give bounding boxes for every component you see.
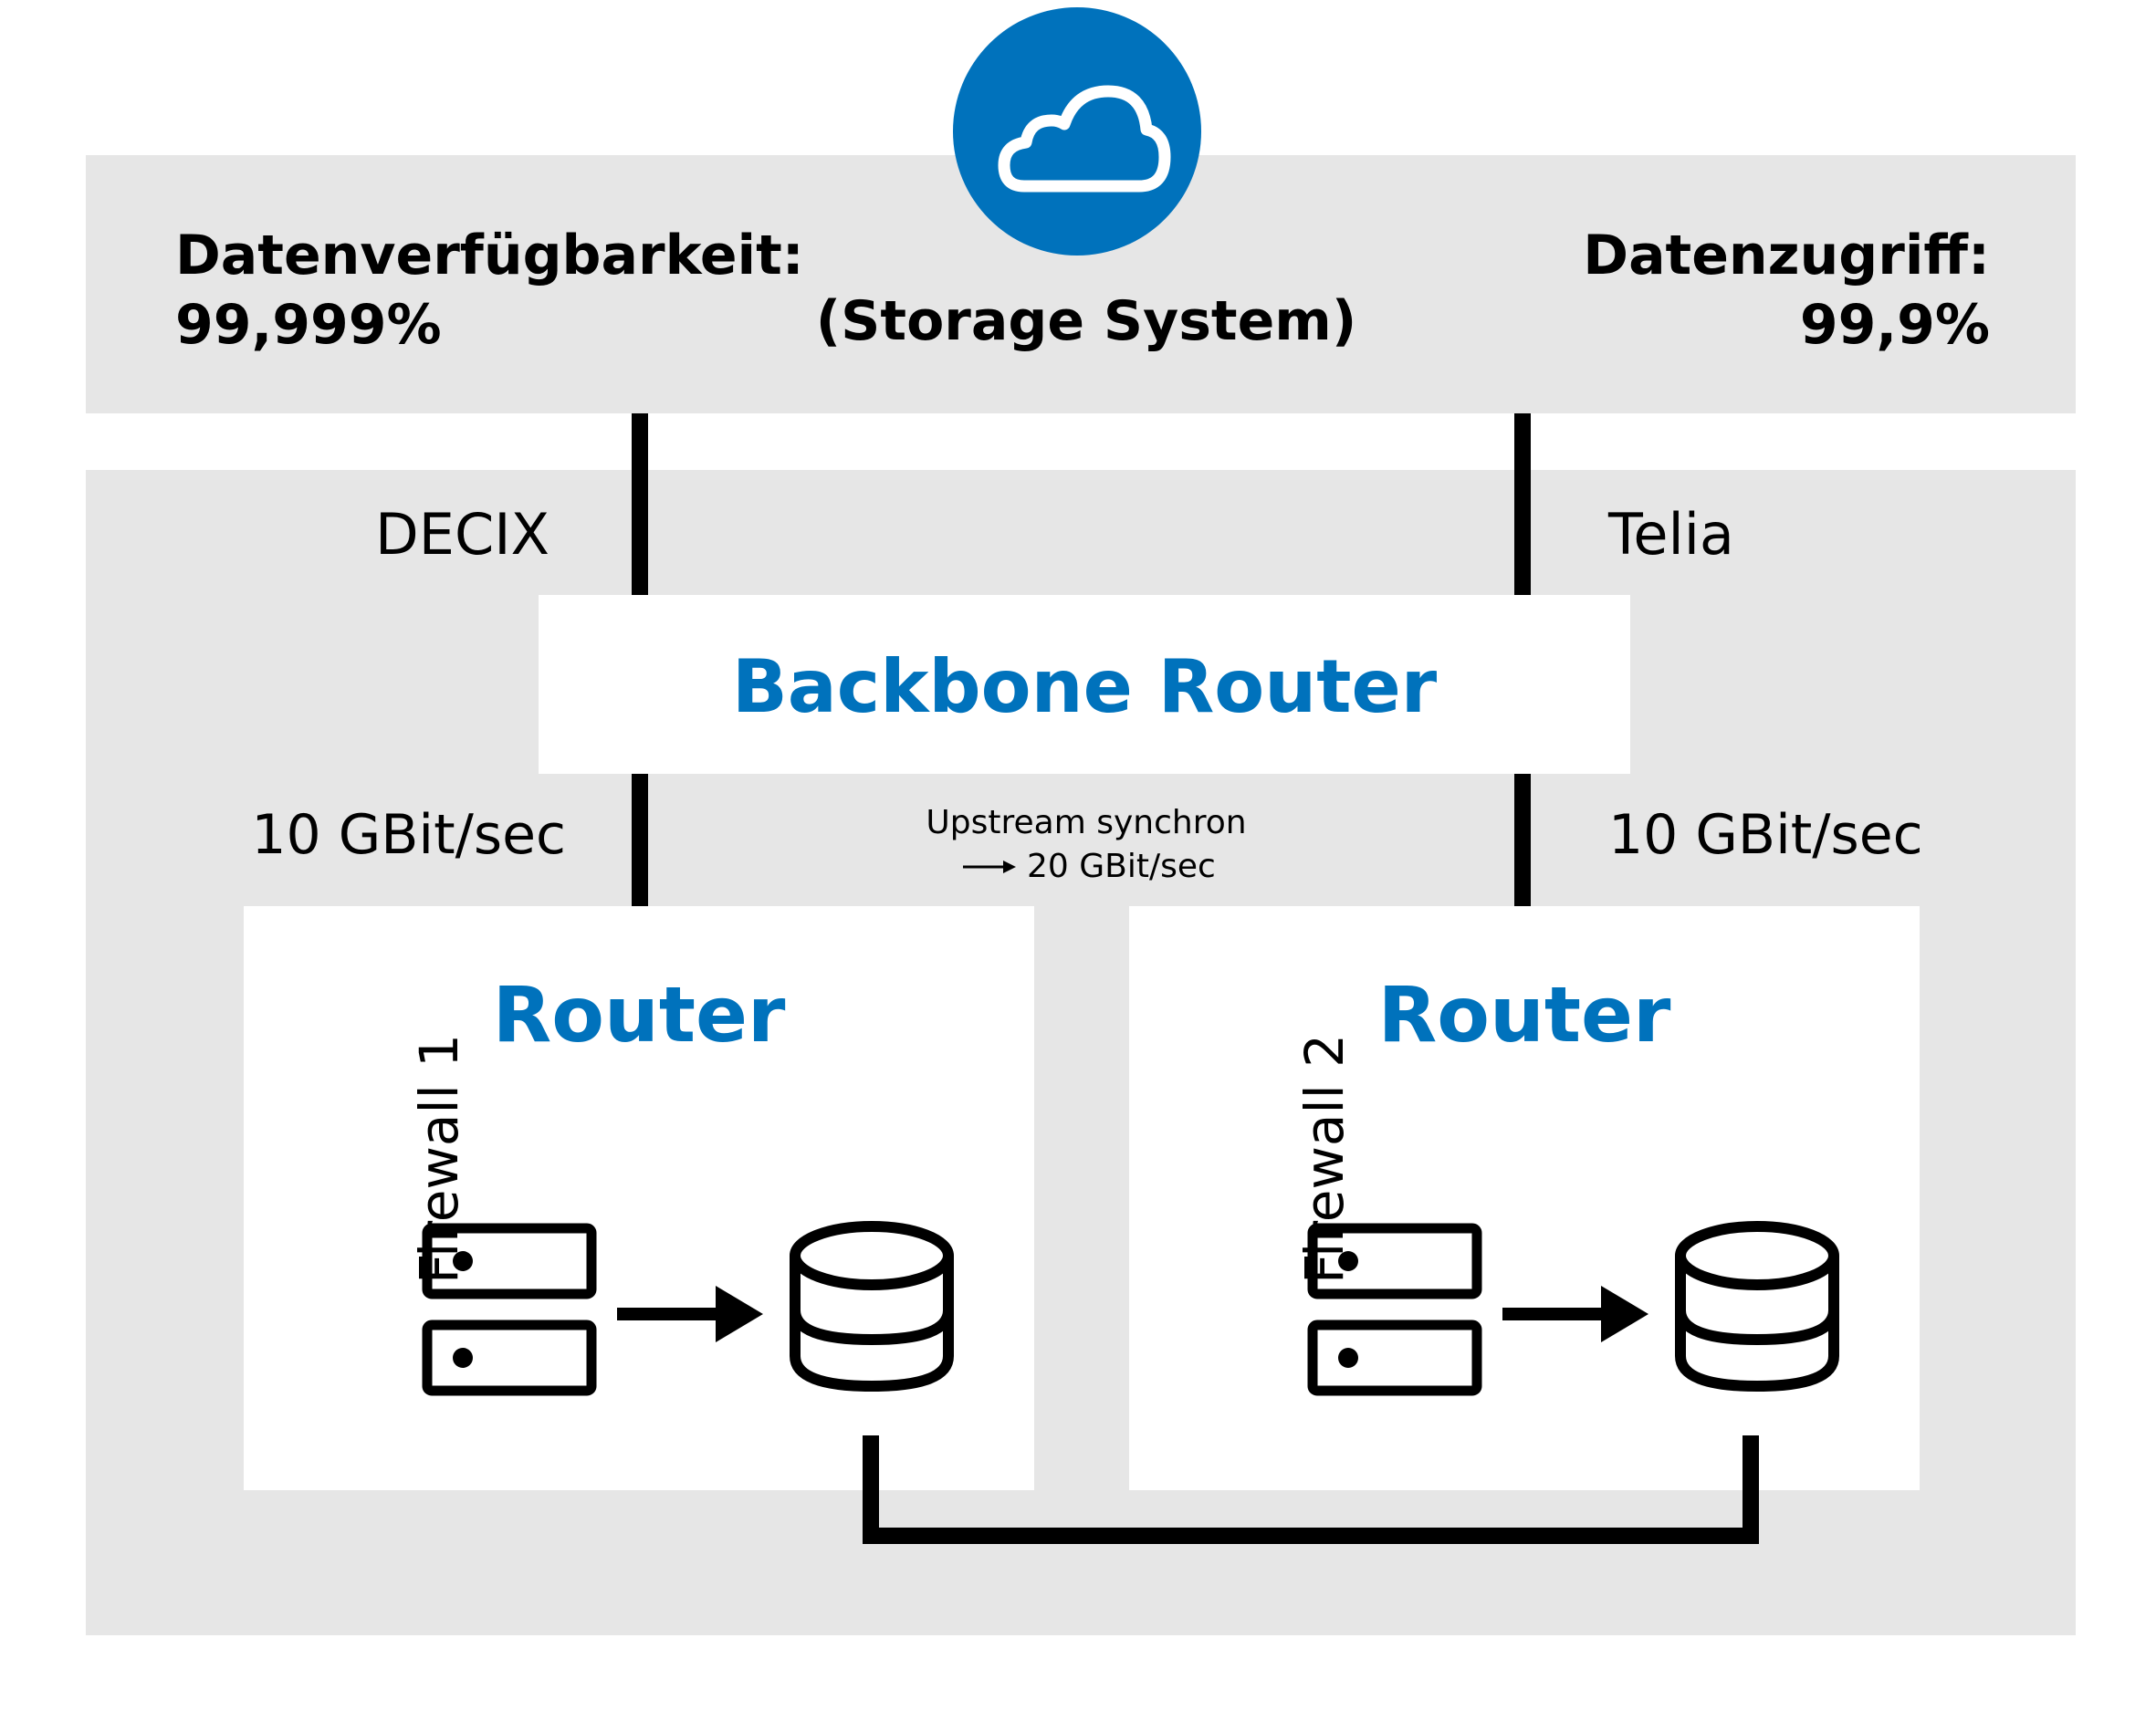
access-value: 99,9%: [1799, 293, 1990, 357]
left-upper-connector: [632, 413, 648, 596]
upstream-label: Upstream synchron: [926, 804, 1247, 841]
arrow-right-icon: [617, 1282, 770, 1346]
right-lower-connector: [1514, 774, 1531, 906]
router-title-2: Router: [1377, 970, 1671, 1059]
database-icon: [783, 1219, 966, 1402]
database-icon: [1669, 1219, 1851, 1402]
left-carrier-label: DECIX: [375, 501, 549, 568]
database-sync-connector: [849, 1435, 1771, 1554]
right-upper-connector: [1514, 413, 1531, 596]
backbone-router-label: Backbone Router: [731, 644, 1438, 729]
upstream-speed-label: 20 GBit/sec: [1027, 848, 1216, 885]
availability-value: 99,999%: [175, 293, 442, 357]
arrow-right-icon: [1502, 1282, 1656, 1346]
left-lower-connector: [632, 774, 648, 906]
router-box-1: [244, 906, 1034, 1490]
server-icon: [420, 1221, 602, 1403]
access-label: Datenzugriff:: [1583, 224, 1990, 287]
left-speed-label: 10 GBit/sec: [251, 803, 566, 867]
server-icon: [1305, 1221, 1488, 1403]
router-box-2: [1129, 906, 1920, 1490]
availability-label: Datenverfügbarkeit:: [175, 224, 804, 287]
router-title-1: Router: [492, 970, 786, 1059]
upstream-arrow-icon: [963, 858, 1018, 876]
right-carrier-label: Telia: [1608, 501, 1734, 568]
right-speed-label: 10 GBit/sec: [1608, 803, 1923, 867]
storage-system-label: (Storage System): [815, 289, 1357, 353]
cloud-icon: [953, 7, 1201, 256]
backbone-router-box: [539, 595, 1630, 774]
